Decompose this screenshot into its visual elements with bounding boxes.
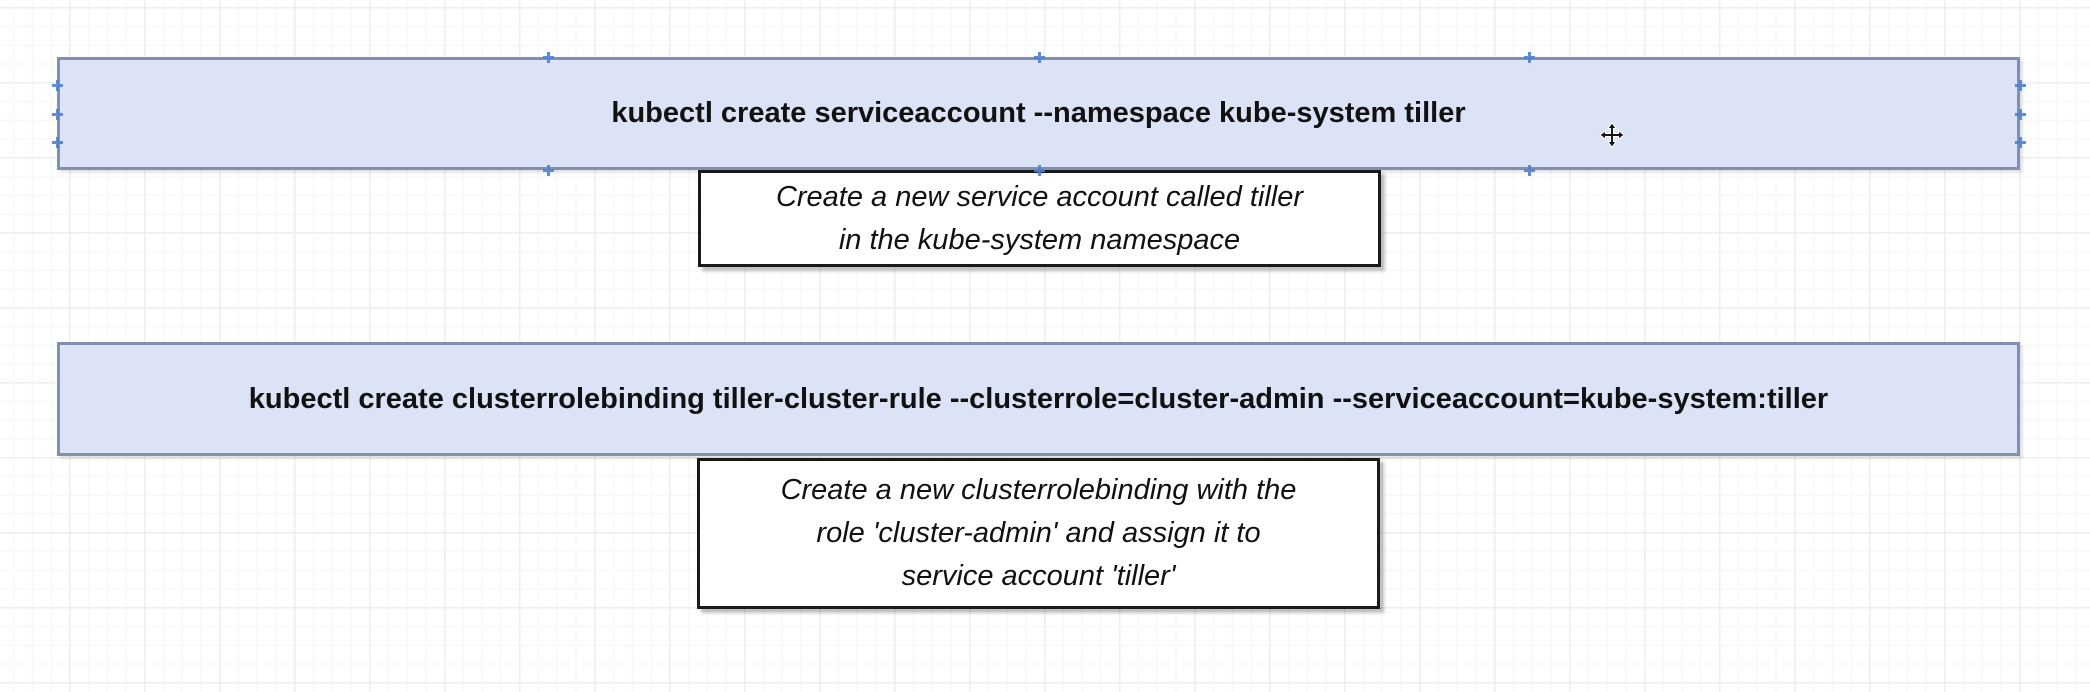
command-text: kubectl create serviceaccount --namespac… [611,97,1466,129]
connection-point-icon[interactable] [52,80,63,92]
connection-point-icon[interactable] [52,136,63,148]
note-line: role 'cluster-admin' and assign it to [816,517,1261,549]
note-line: service account 'tiller' [901,560,1176,592]
note-line: Create a new clusterrolebinding with the [780,474,1297,506]
connection-point-icon[interactable] [1033,52,1045,63]
command-shape-serviceaccount[interactable]: kubectl create serviceaccount --namespac… [57,57,2020,170]
note-shape-clusterrolebinding[interactable]: Create a new clusterrolebinding with the… [697,458,1380,609]
connection-point-icon[interactable] [1033,165,1045,176]
connection-point-icon[interactable] [52,108,63,120]
connection-point-icon[interactable] [542,52,554,63]
note-line: in the kube-system namespace [838,223,1241,256]
note-shape-serviceaccount[interactable]: Create a new service account called till… [698,170,1381,267]
connection-point-icon[interactable] [2015,136,2026,148]
connection-point-icon[interactable] [1524,52,1536,63]
move-cursor-icon [1599,122,1625,148]
connection-point-icon[interactable] [2015,108,2026,120]
command-text: kubectl create clusterrolebinding tiller… [248,382,1829,415]
connection-point-icon[interactable] [542,165,554,176]
connection-point-icon[interactable] [2015,80,2026,92]
connection-point-icon[interactable] [1524,165,1536,176]
note-line: Create a new service account called till… [775,180,1304,213]
command-shape-clusterrolebinding[interactable]: kubectl create clusterrolebinding tiller… [57,342,2020,456]
